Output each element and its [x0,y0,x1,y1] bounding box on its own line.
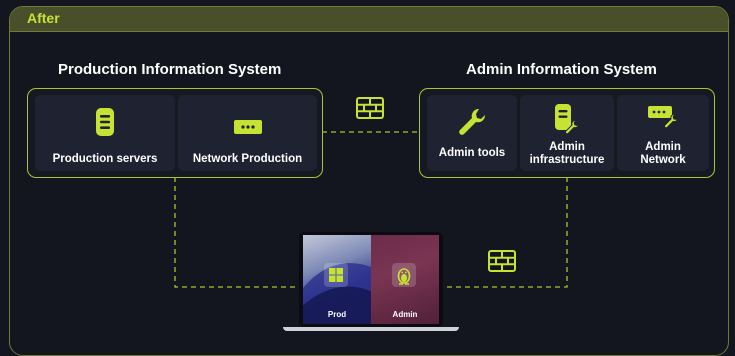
production-system-title: Production Information System [58,61,282,78]
frame-title: After [27,10,60,26]
server-wrench-icon [554,103,580,140]
linux-tux-icon [392,263,416,287]
admin-infrastructure-label: Admin infrastructure [520,141,614,167]
connector-admin-laptop [445,177,568,288]
server-icon [95,107,115,142]
admin-infrastructure-label-line2: infrastructure [529,154,605,166]
admin-system-group: Admin tools Admin infrastructure Admin [419,88,715,178]
admin-network-label: Admin Network [617,141,709,167]
prod-screen-half: Prod [303,235,371,324]
production-servers-label: Production servers [52,153,158,165]
laptop-base [283,327,459,331]
password-field-icon [233,119,263,140]
windows-logo-icon [324,263,348,287]
windows-wallpaper-swirl [303,263,371,324]
laptop: Prod Admin [283,232,459,332]
admin-infrastructure-label-line1: Admin [549,141,585,153]
prod-os-label: Prod [327,310,347,319]
admin-screen-half: Admin [371,235,439,324]
admin-network-label-line2: Network [640,154,686,166]
connector-prod-laptop [174,177,299,288]
firewall-icon [356,97,384,124]
admin-system-title: Admin Information System [466,61,657,78]
admin-os-label: Admin [392,310,418,319]
admin-network-label-line1: Admin [645,141,681,153]
admin-tools-card[interactable]: Admin tools [427,95,517,171]
password-wrench-icon [647,105,679,134]
production-system-group: Production servers Network Production [27,88,323,178]
admin-network-card[interactable]: Admin Network [617,95,709,171]
firewall-icon [488,250,516,277]
frame-header: After [10,7,728,32]
admin-infrastructure-card[interactable]: Admin infrastructure [520,95,614,171]
network-production-label: Network Production [192,153,303,165]
admin-tools-label: Admin tools [438,147,506,159]
wrench-icon [457,107,487,142]
network-production-card[interactable]: Network Production [178,95,317,171]
laptop-screen: Prod Admin [299,232,443,327]
production-servers-card[interactable]: Production servers [35,95,175,171]
after-frame: After [9,6,729,356]
connector-lines [174,131,568,288]
